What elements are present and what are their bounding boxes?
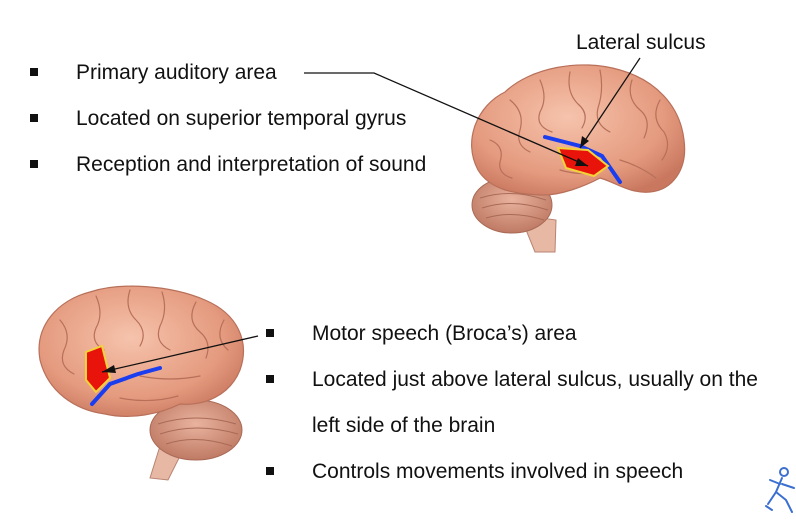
bullet-above-lateral-sulcus: Located just above lateral sulcus, usual… (266, 357, 762, 449)
bullet-controls-speech: Controls movements involved in speech (266, 449, 762, 495)
broca-bullet-list: Motor speech (Broca’s) area Located just… (266, 311, 762, 495)
bullet-primary-auditory: Primary auditory area (30, 50, 436, 96)
bullet-sound-reception: Reception and interpretation of sound (30, 142, 436, 188)
logo-figure-icon (765, 467, 795, 513)
top-brain (304, 57, 686, 253)
broca-leader-arrowhead (102, 365, 116, 373)
auditory-bullet-list: Primary auditory area Located on superio… (30, 50, 436, 188)
sulcus-leader-line (579, 57, 641, 149)
bullet-superior-temporal: Located on superior temporal gyrus (30, 96, 436, 142)
bullet-motor-speech: Motor speech (Broca’s) area (266, 311, 762, 357)
top-lateral-sulcus (543, 135, 622, 184)
broca-leader-line (101, 335, 259, 373)
bottom-brain (38, 285, 259, 481)
sulcus-leader-arrowhead (580, 136, 589, 148)
auditory-leader-line (304, 72, 589, 167)
lateral-sulcus-label: Lateral sulcus (576, 31, 706, 54)
auditory-leader-arrowhead (575, 158, 588, 166)
bottom-lateral-sulcus (90, 366, 162, 406)
bottom-brocas-area-highlight (85, 344, 112, 394)
bottom-cerebrum (38, 285, 244, 417)
